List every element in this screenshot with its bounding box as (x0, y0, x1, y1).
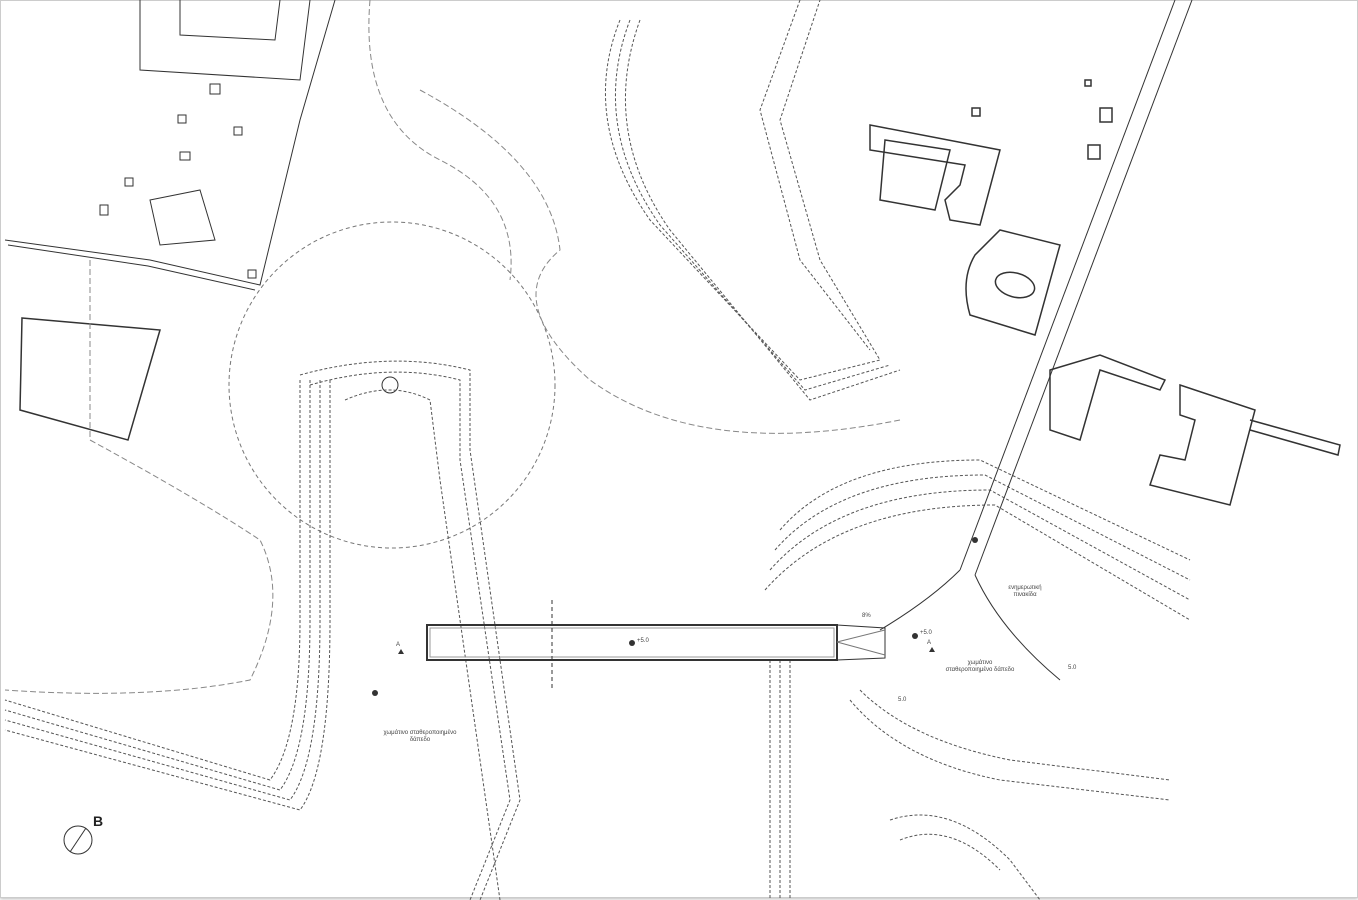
surface-note-right: χωμάτινο σταθεροποιημένο δάπεδο (945, 660, 1015, 673)
upper-left-complex (4, 0, 336, 441)
contour-lines (4, 0, 1191, 900)
sign-note: ενημερωτική πινακίδα (1008, 585, 1042, 598)
bridge (426, 600, 886, 690)
surface-note-left: χωμάτινο σταθεροποιημένο δάπεδο (383, 730, 457, 743)
road (879, 0, 1193, 681)
dashed-circle (228, 221, 556, 549)
terrain-lines (4, 0, 901, 694)
slope-label: 8% (862, 613, 871, 619)
section-marker-left: A (396, 642, 401, 648)
section-marker-right: A (927, 640, 932, 646)
right-buildings (869, 79, 1341, 506)
north-arrow-icon (63, 825, 93, 855)
small-circle (381, 376, 399, 394)
contour-label: 5.0 (898, 697, 907, 703)
north-label: B (93, 813, 104, 829)
path-level: +5.0 (920, 630, 932, 636)
contour-label: 5.0 (1068, 665, 1077, 671)
bridge-level: +5.0 (637, 638, 649, 644)
section-markers (372, 537, 978, 696)
